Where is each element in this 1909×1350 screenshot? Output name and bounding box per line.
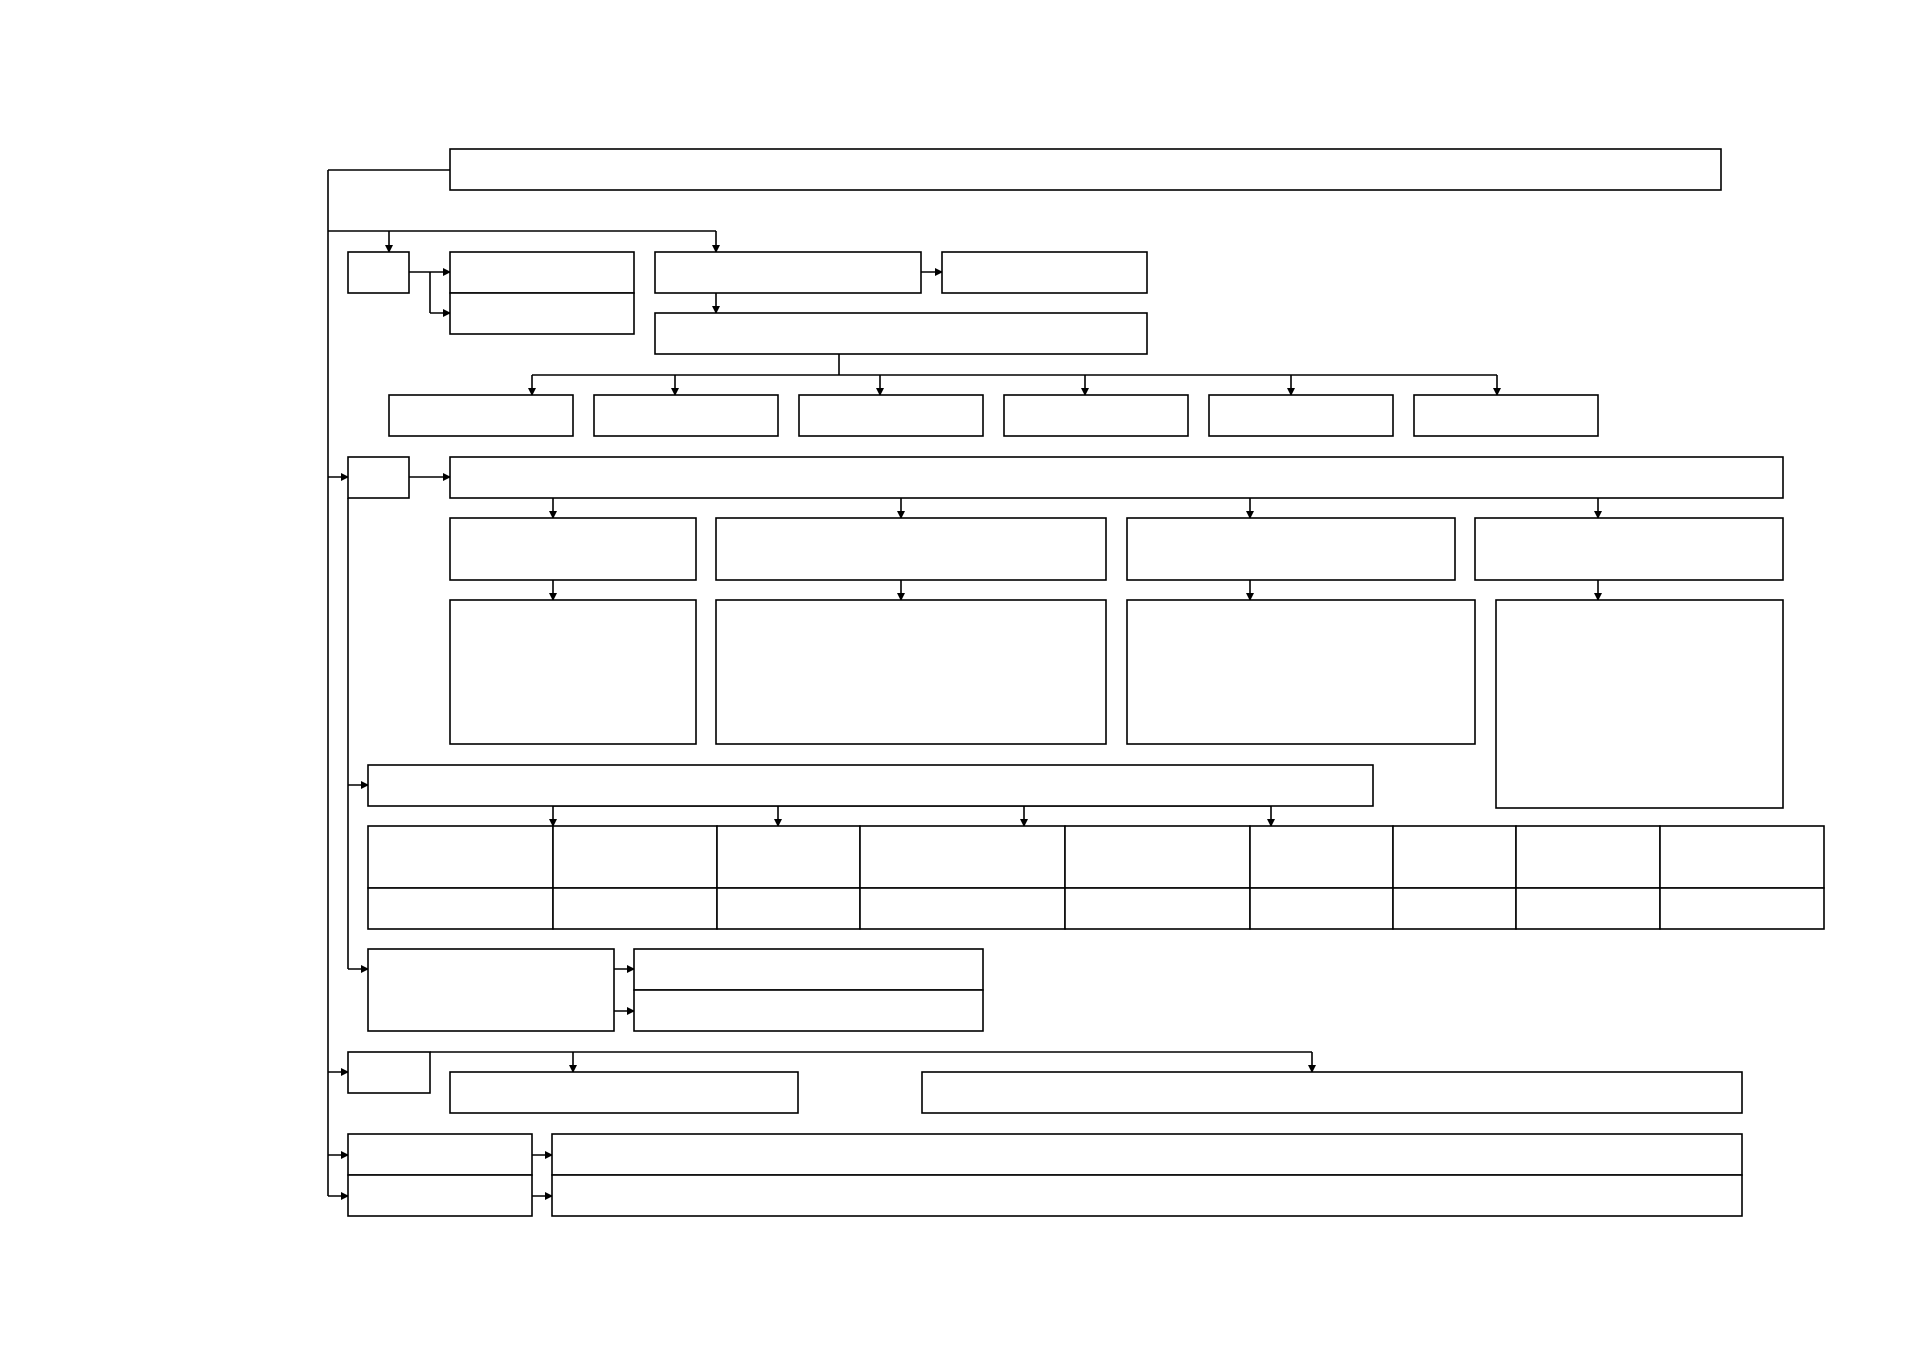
section2-banner-box [449,456,1784,499]
section4-right-box-b [633,989,984,1032]
row3-box-4 [1003,394,1189,437]
section3-table-top-8 [1515,825,1661,889]
section4-right-box-a [633,948,984,991]
section6-left-box-a [347,1133,533,1176]
row3-box-6 [1413,394,1599,437]
row3-box-1 [388,394,574,437]
section3-table-bottom-5 [1064,887,1251,930]
section2-content-box-3 [1126,599,1476,745]
section2-content-box-4 [1495,599,1784,809]
section2-header-box-1 [449,517,697,581]
section2-small-box [347,456,410,499]
row1-stack-box-a [449,251,635,294]
section3-table-top-4 [859,825,1066,889]
section3-table-bottom-6 [1249,887,1394,930]
arrow-connectors [328,231,1602,1200]
section2-content-box-1 [449,599,697,745]
section3-banner-box [367,764,1374,807]
section4-left-box [367,948,615,1032]
row3-box-3 [798,394,984,437]
section6-right-box-b [551,1174,1743,1217]
section3-table-top-3 [716,825,861,889]
section3-table-bottom-1 [367,887,554,930]
section3-table-top-2 [552,825,718,889]
row1-right-box [941,251,1148,294]
section2-header-box-4 [1474,517,1784,581]
row3-box-5 [1208,394,1394,437]
section3-table-bottom-7 [1392,887,1517,930]
section5-right-box [921,1071,1743,1114]
section2-header-box-3 [1126,517,1456,581]
section3-table-top-7 [1392,825,1517,889]
row3-box-2 [593,394,779,437]
section3-table-bottom-3 [716,887,861,930]
section2-header-box-2 [715,517,1107,581]
row1-stack-box-b [449,292,635,335]
top-banner-box [449,148,1722,191]
node-boxes [347,148,1825,1217]
section3-table-top-9 [1659,825,1825,889]
section3-table-top-5 [1064,825,1251,889]
section3-table-bottom-4 [859,887,1066,930]
section3-table-top-6 [1249,825,1394,889]
row1-small-box [347,251,410,294]
row1-mid-box [654,251,922,294]
section6-left-box-b [347,1174,533,1217]
section3-table-bottom-2 [552,887,718,930]
section5-left-box [449,1071,799,1114]
section3-table-bottom-8 [1515,887,1661,930]
section3-table-top-1 [367,825,554,889]
row2-wide-box [654,312,1148,355]
section5-small-box [347,1051,431,1094]
section6-right-box-a [551,1133,1743,1176]
section3-table-bottom-9 [1659,887,1825,930]
section2-content-box-2 [715,599,1107,745]
